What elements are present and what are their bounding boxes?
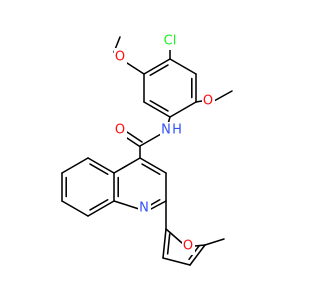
bond-7: [149, 64, 169, 77]
atom-o-methoxy-top: O: [114, 48, 127, 65]
bond-9: [149, 99, 169, 112]
atom-o-methoxy-right: O: [202, 93, 215, 110]
bond-furan-methyl: [204, 238, 225, 246]
bond-c-ome-right: [195, 100, 203, 103]
bond-15: [113, 157, 141, 174]
bond-32: [166, 233, 171, 255]
bond-19: [87, 157, 115, 174]
bond-26: [89, 198, 109, 211]
atom-o-furan-label: O: [183, 239, 193, 254]
bond-28: [162, 257, 191, 266]
atom-n-amide-label: N: [161, 123, 171, 138]
atom-n-quinoline-label: N: [139, 201, 149, 216]
atom-cl-label: Cl: [164, 34, 177, 49]
bond-5: [143, 101, 171, 118]
bond-c-ome-top: [126, 62, 145, 75]
bond-c-o-2: [126, 131, 143, 143]
molecule-structure: Cl O O O N H N O: [61, 33, 233, 266]
bond-16: [141, 163, 161, 176]
bond-ome-right-methyl: [213, 90, 233, 102]
bond-12: [150, 200, 167, 210]
atom-h-amide-label: H: [172, 123, 182, 138]
atom-nh-amide: N H: [160, 122, 184, 139]
atom-n-quinoline: N: [138, 200, 151, 217]
bond-4: [169, 101, 197, 118]
bond-24: [89, 163, 109, 176]
atom-o-carbonyl: O: [114, 122, 127, 139]
bond-2: [169, 58, 197, 75]
atom-o-carbonyl-label: O: [115, 123, 125, 138]
bond-13: [113, 200, 140, 210]
atom-labels: Cl O O O N H N O: [114, 33, 215, 255]
bond-29: [189, 244, 206, 266]
bond-n-carbonyl-c: [139, 133, 162, 147]
atom-cl: Cl: [160, 33, 180, 50]
atom-o-furan: O: [182, 238, 195, 255]
atom-o-methoxy-right-label: O: [203, 94, 213, 109]
bond-27: [162, 228, 167, 259]
bond-20: [61, 157, 89, 174]
bond-1: [143, 58, 171, 75]
bond-lines: [61, 36, 233, 266]
bond-22: [61, 200, 89, 217]
bond-23: [87, 200, 115, 217]
bond-10: [139, 157, 167, 174]
atom-o-methoxy-top-label: O: [115, 50, 125, 65]
bond-30: [194, 244, 206, 247]
bond-31: [165, 228, 183, 244]
